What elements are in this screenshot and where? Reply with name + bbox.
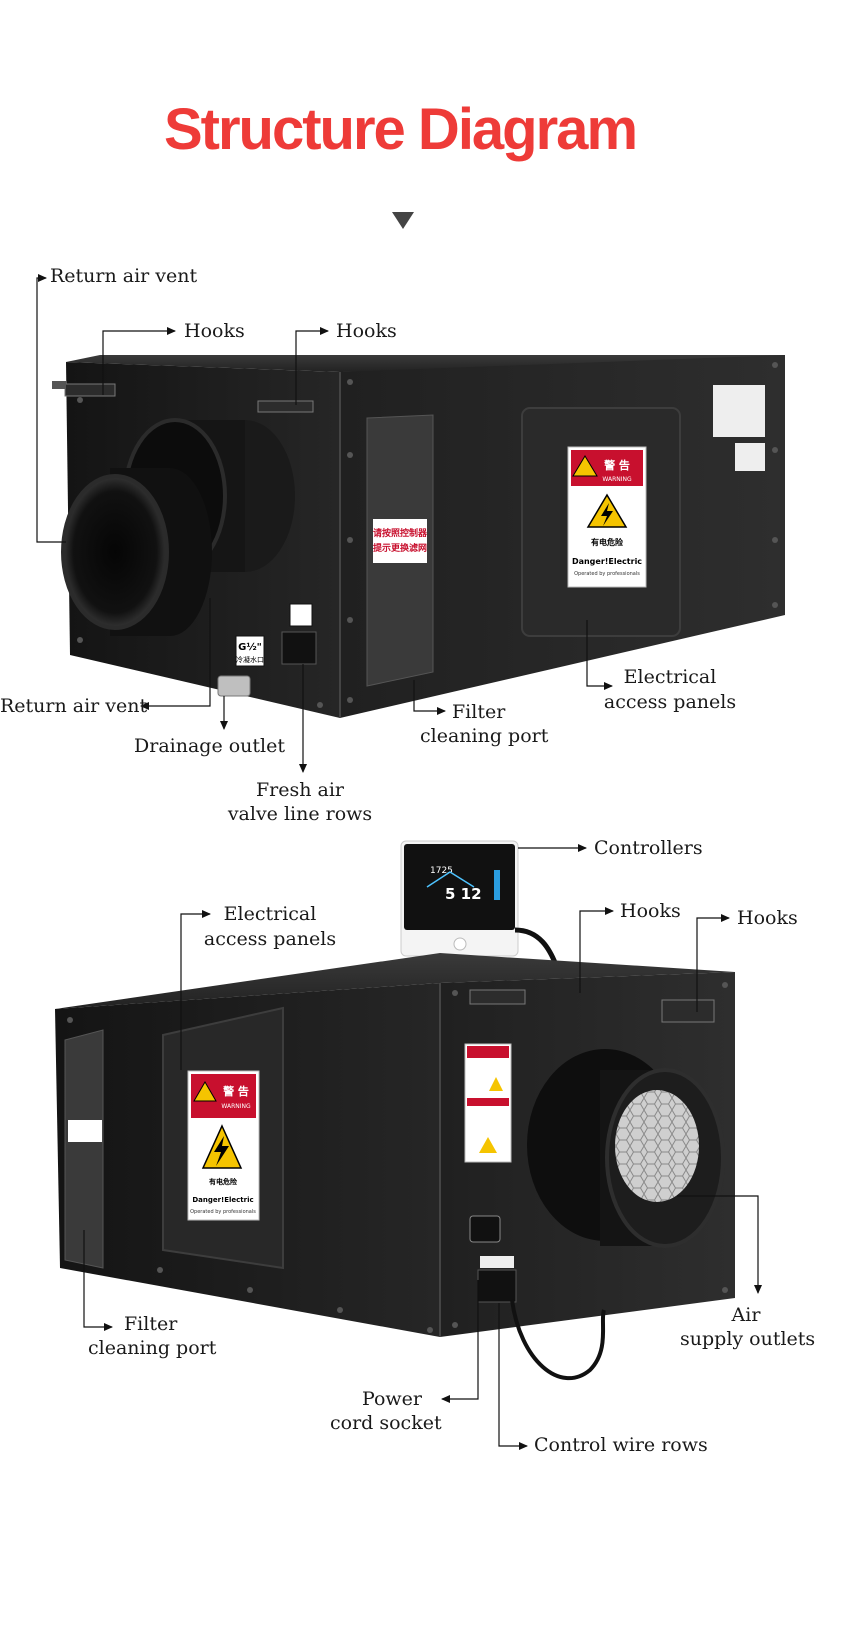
label-power-line1: Power [361,1388,423,1410]
terminal-block [281,631,317,665]
controller: 1725 5 12 [400,840,519,957]
label-return-air-vent-top: Return air vent [50,265,198,287]
warning-sub: WARNING [602,476,632,483]
filter-sticker [373,519,427,563]
warning-line1-2: 有电危险 [209,1177,238,1186]
label-filter-top-line2: cleaning port [420,725,549,747]
warning-line2: Danger!Electric [572,557,642,566]
label-hooks-left-2: Hooks [620,900,681,922]
warning-sign-2: 警 告 WARNING 有电危险 Danger!Electric Operate… [187,1070,260,1221]
label-filter-bottom-line2: cleaning port [88,1337,217,1359]
label-hooks-right-2: Hooks [737,907,798,929]
warning-header-2: 警 告 [222,1084,249,1098]
control-terminal [477,1269,517,1303]
label-controllers: Controllers [594,837,703,859]
label-electrical-top-line2: access panels [603,691,737,713]
warning-line3-2: Operated by professionals [190,1209,256,1215]
label-electrical-bottom-line2: access panels [203,928,337,950]
filter-sticker-line1: 请按照控制器 [373,527,428,539]
label-air-line2: supply outlets [680,1328,816,1350]
label-electrical-bottom-line1: Electrical [223,903,317,925]
label-fresh-air-line1: Fresh air [255,779,345,801]
warning-line2-2: Danger!Electric [192,1196,253,1204]
warning-line1: 有电危险 [591,537,624,547]
warning-sign: 警 告 WARNING 有电危险 Danger!Electric Operate… [567,446,647,588]
page-title: Structure Diagram [163,97,638,162]
label-return-air-vent-left: Return air vent [0,695,148,717]
warning-header: 警 告 [603,458,630,472]
label-fresh-air-line2: valve line rows [227,803,373,825]
air-supply-outlet [527,1049,725,1248]
filter-sticker-line2: 提示更换滤网 [373,542,427,554]
warning-line3: Operated by professionals [574,571,640,577]
label-electrical-top-line1: Electrical [623,666,717,688]
label-filter-bottom-line1: Filter [124,1313,178,1335]
label-air-line1: Air [731,1304,761,1326]
bottom-unit: 1725 5 12 警 告 WARNING [55,840,762,1450]
controller-display-top: 1725 [430,866,453,876]
drainage-outlet-fitting [217,675,251,697]
drain-tag-line1: G½" [238,642,262,653]
controller-display-main: 5 12 [445,885,482,903]
top-unit: 请按照控制器 提示更换滤网 警 告 WARNING 有电危险 Danger!El… [36,274,785,773]
label-control-wire: Control wire rows [534,1434,708,1456]
label-power-line2: cord socket [330,1412,442,1434]
power-socket [469,1215,501,1243]
warning-sub-2: WARNING [221,1103,251,1110]
drain-tag-line2: 冷凝水口 [236,655,264,664]
label-filter-top-line1: Filter [452,701,506,723]
label-hooks-right: Hooks [336,320,397,342]
down-arrow-icon [392,212,414,229]
return-air-vent-ducts [61,418,295,636]
label-hooks-left: Hooks [184,320,245,342]
label-drainage-outlet: Drainage outlet [134,735,285,757]
